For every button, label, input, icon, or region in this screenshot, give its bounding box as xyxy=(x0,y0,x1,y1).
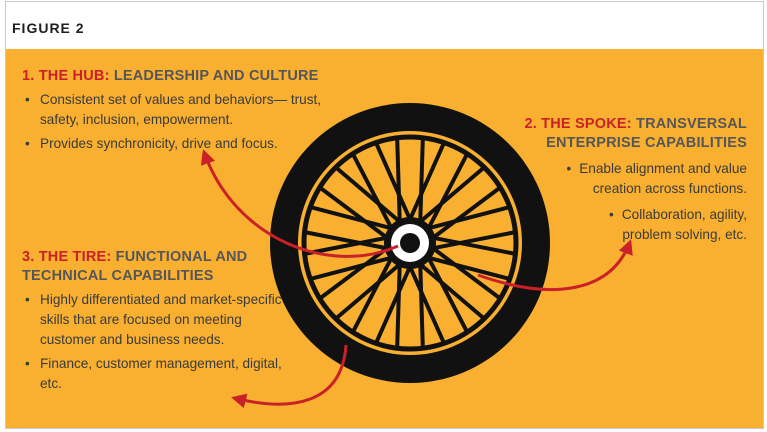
tire-bullet-1: Highly differentiated and market-specifi… xyxy=(22,290,284,350)
tire-heading: 3. THE TIRE: FUNCTIONAL AND TECHNICAL CA… xyxy=(22,248,284,286)
spoke-line xyxy=(319,186,396,245)
figure-label: FIGURE 2 xyxy=(12,20,85,36)
spoke-line xyxy=(351,247,398,333)
spoke-line xyxy=(351,153,398,239)
spoke-line xyxy=(422,234,516,256)
spoke-title-line1: TRANSVERSAL xyxy=(636,116,747,132)
hub-number: 1. THE HUB: xyxy=(22,68,110,84)
spoke-line xyxy=(411,166,485,230)
spoke-line xyxy=(424,186,501,245)
spoke-line xyxy=(422,230,516,252)
tire-bullet-2: Finance, customer management, digital, e… xyxy=(22,354,284,394)
spoke-line xyxy=(304,234,398,256)
spoke-bullets: •Enable alignment and value creation acr… xyxy=(505,159,747,245)
spoke-bullet-1: •Enable alignment and value creation acr… xyxy=(566,161,747,196)
tire-title-line1: FUNCTIONAL AND xyxy=(115,249,248,265)
spoke-line xyxy=(422,153,469,239)
spoke-line xyxy=(417,137,425,233)
spoke-line xyxy=(335,256,409,320)
wheel xyxy=(270,103,550,383)
tire-title-line2: TECHNICAL CAPABILITIES xyxy=(22,268,214,284)
spoke-line xyxy=(404,256,446,344)
hub-center xyxy=(400,233,420,253)
spoke-bullet-2: •Collaboration, agility, problem solving… xyxy=(609,207,747,242)
spoke-line xyxy=(395,253,403,349)
hub-bullet-1: Consistent set of values and behaviors— … xyxy=(22,90,342,130)
spoke-line xyxy=(310,205,403,233)
spoke-line xyxy=(310,253,403,281)
spoke-line xyxy=(374,142,416,230)
spoke-number: 2. THE SPOKE: xyxy=(524,116,632,132)
spoke-line xyxy=(424,241,501,300)
tire-number: 3. THE TIRE: xyxy=(22,249,112,265)
spoke-line xyxy=(411,256,485,320)
spoke-line xyxy=(417,253,425,349)
hub-section: 1. THE HUB: LEADERSHIP AND CULTURE Consi… xyxy=(22,67,342,158)
hub-bullet-2: Provides synchronicity, drive and focus. xyxy=(22,134,342,154)
spoke-arrow xyxy=(477,239,633,291)
spoke-line xyxy=(374,256,416,344)
spoke-line xyxy=(417,253,510,281)
spoke-heading: 2. THE SPOKE: TRANSVERSAL ENTERPRISE CAP… xyxy=(505,115,747,153)
spoke-line xyxy=(417,205,510,233)
spoke-line xyxy=(395,137,403,233)
tire-section: 3. THE TIRE: FUNCTIONAL AND TECHNICAL CA… xyxy=(22,248,284,398)
tire-bullets: Highly differentiated and market-specifi… xyxy=(22,290,284,394)
spoke-title-line2: ENTERPRISE CAPABILITIES xyxy=(546,135,747,151)
hub-bullets: Consistent set of values and behaviors— … xyxy=(22,90,342,154)
spoke-line xyxy=(335,166,409,230)
bullet-dot-icon: • xyxy=(566,161,572,176)
callout-arrows xyxy=(200,149,633,409)
spoke-line xyxy=(404,142,446,230)
tire-arrow xyxy=(231,344,348,409)
hub-arrow xyxy=(200,149,399,258)
hub-title: LEADERSHIP AND CULTURE xyxy=(113,68,319,84)
bullet-dot-icon: • xyxy=(609,207,614,222)
spoke-line xyxy=(304,230,398,252)
spoke-section: 2. THE SPOKE: TRANSVERSAL ENTERPRISE CAP… xyxy=(505,115,747,249)
spoke-line xyxy=(422,247,469,333)
rim-ring xyxy=(301,134,519,352)
hub-heading: 1. THE HUB: LEADERSHIP AND CULTURE xyxy=(22,67,342,86)
